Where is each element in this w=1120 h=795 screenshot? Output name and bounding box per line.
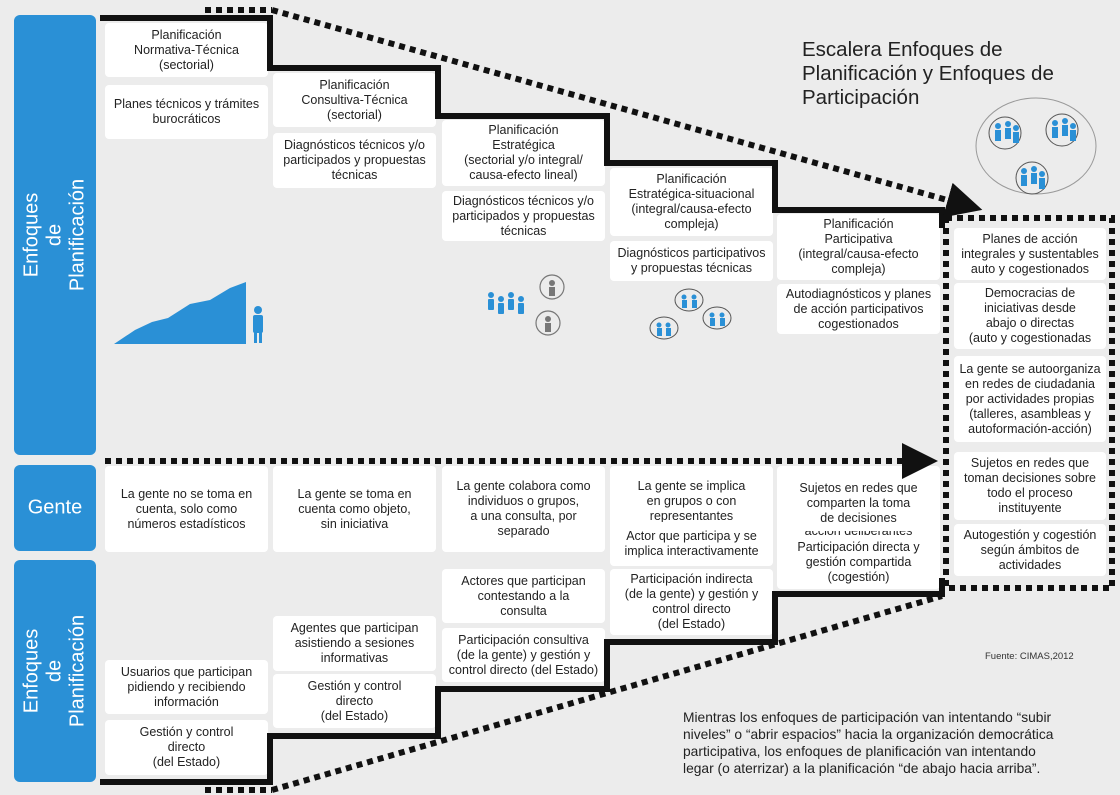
people-level-3: La gente colabora como individuos o grup… <box>442 466 605 552</box>
planning-step-3-title: Planificación Estratégica (sectorial y/o… <box>442 120 605 186</box>
people-level-6: La gente se autoorganiza en redes de ciu… <box>954 356 1106 442</box>
planning-step-3-detail: Diagnósticos técnicos y/o participados y… <box>442 191 605 241</box>
participation-step-3-detail: Participación consultiva (de la gente) y… <box>442 628 605 682</box>
dotted-target-box <box>943 215 1115 591</box>
footnote-text: Mientras los enfoques de participación v… <box>683 710 1054 776</box>
participation-step-6-title: Sujetos en redes que toman decisiones so… <box>954 452 1106 520</box>
source-citation: Fuente: CIMAS,2012 <box>985 651 1074 662</box>
side-label-middle: Gente <box>14 465 96 551</box>
diagram-title: Escalera Enfoques de Planificación y Enf… <box>802 38 1054 109</box>
participation-step-6-detail: Autogestión y cogestión según ámbitos de… <box>954 524 1106 576</box>
people-level-1: La gente no se toma en cuenta, solo como… <box>105 466 268 552</box>
planning-step-6-title: Planes de acción integrales y sustentabl… <box>954 228 1106 280</box>
side-label-middle-text: Gente <box>27 496 83 519</box>
person-icon <box>253 306 263 343</box>
planning-stair-line <box>100 15 945 228</box>
mountain-chart-icon <box>114 282 246 344</box>
planning-step-1-detail: Planes técnicos y trámites burocráticos <box>105 85 268 139</box>
participation-step-3-title: Actores que participan contestando a la … <box>442 569 605 623</box>
planning-step-5-detail: Autodiagnósticos y planes de acción part… <box>777 284 940 334</box>
community-network-icon <box>975 97 1097 195</box>
side-label-bottom: Enfoques de Planificación <box>14 560 96 782</box>
participation-step-5-title: Sujetos en redes que comparten la toma d… <box>777 476 940 531</box>
planning-step-1-title: Planificación Normativa-Técnica (sectori… <box>105 23 268 77</box>
planning-step-6-detail: Democracias de iniciativas desde abajo o… <box>954 283 1106 349</box>
people-level-2: La gente se toma en cuenta como objeto, … <box>273 466 436 552</box>
participation-step-4-detail: Participación indirecta (de la gente) y … <box>610 569 773 635</box>
planning-step-2-title: Planificación Consultiva-Técnica (sector… <box>273 73 436 127</box>
participation-stair-line <box>100 578 945 785</box>
planning-step-2-detail: Diagnósticos técnicos y/o participados y… <box>273 133 436 188</box>
participation-step-2-title: Agentes que participan asistiendo a sesi… <box>273 616 436 671</box>
participation-step-4-title: Actor que participa y se implica interac… <box>610 522 773 566</box>
participation-step-5-detail: Participación directa y gestión comparti… <box>777 535 940 589</box>
planning-step-4-title: Planificación Estratégica-situacional (i… <box>610 168 773 236</box>
people-group-icon <box>488 274 565 336</box>
dotted-diagonal-top <box>271 7 983 218</box>
side-label-top: Enfoques de Planificación <box>14 15 96 455</box>
network-icon <box>649 288 732 340</box>
participation-step-1-detail: Gestión y control directo (del Estado) <box>105 720 268 775</box>
planning-step-5-title: Planificación Participativa (integral/ca… <box>777 214 940 280</box>
planning-step-4-detail: Diagnósticos participativos y propuestas… <box>610 241 773 281</box>
participation-step-2-detail: Gestión y control directo (del Estado) <box>273 674 436 728</box>
participation-step-1-title: Usuarios que participan pidiendo y recib… <box>105 660 268 714</box>
